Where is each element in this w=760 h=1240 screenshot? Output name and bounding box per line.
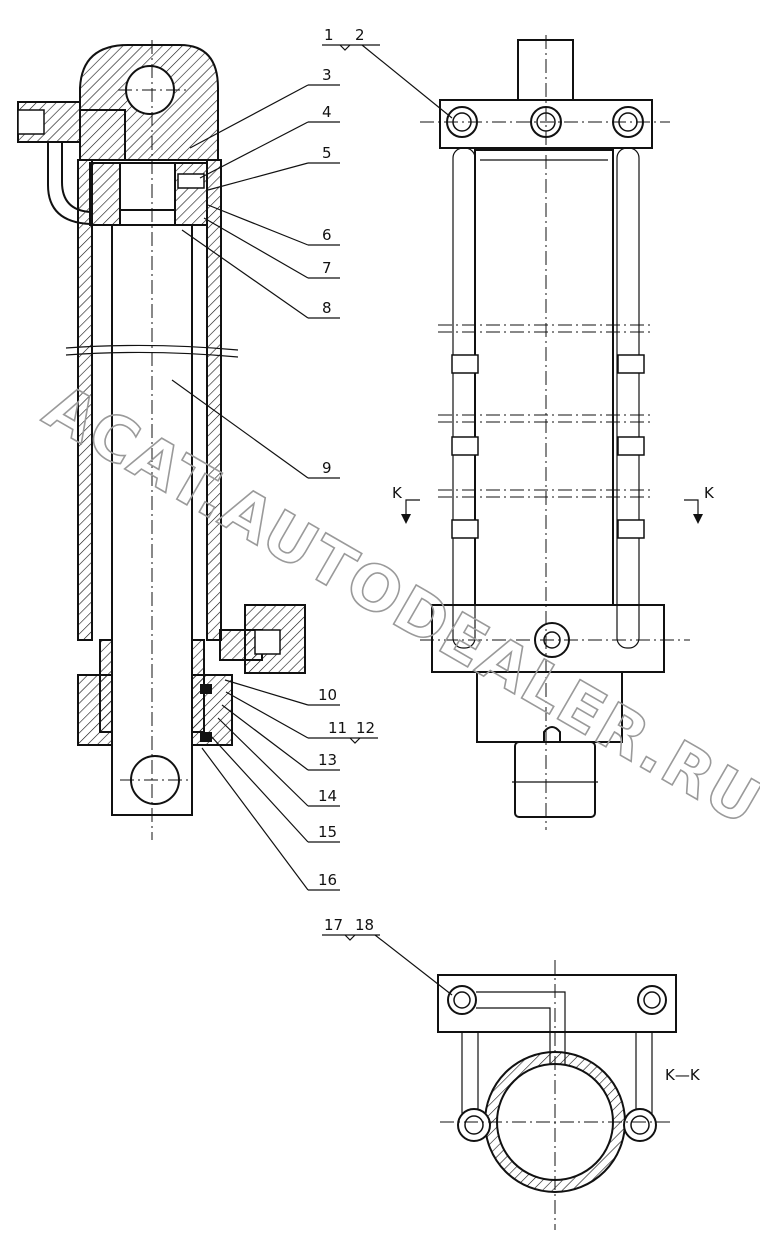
section-k-k-view: [437, 960, 677, 1230]
callout-3: 3: [322, 66, 332, 84]
leader-lines: [171, 44, 453, 996]
callout-5: 5: [322, 144, 332, 162]
callout-11: 11: [328, 719, 347, 737]
callout-labels: 1 2 3 4 5 6 7 8 9 10 11 12 13 14 15 16 1…: [318, 26, 715, 1084]
callout-14: 14: [318, 787, 337, 805]
elevation-view: [401, 35, 703, 830]
section-marker-left: K: [392, 484, 403, 502]
callout-8: 8: [322, 299, 332, 317]
callout-10: 10: [318, 686, 337, 704]
callout-18: 18: [355, 916, 374, 934]
section-marker-right: K: [704, 484, 715, 502]
callout-7: 7: [322, 259, 332, 277]
callout-6: 6: [322, 226, 332, 244]
callout-17: 17: [324, 916, 343, 934]
callout-15: 15: [318, 823, 337, 841]
callout-13: 13: [318, 751, 337, 769]
callout-1: 1: [324, 26, 334, 44]
sectional-view: [17, 40, 306, 840]
callout-2: 2: [355, 26, 365, 44]
section-view-label: K—K: [665, 1066, 701, 1084]
callout-4: 4: [322, 103, 332, 121]
callout-12: 12: [356, 719, 375, 737]
callout-16: 16: [318, 871, 337, 889]
callout-9: 9: [322, 459, 332, 477]
